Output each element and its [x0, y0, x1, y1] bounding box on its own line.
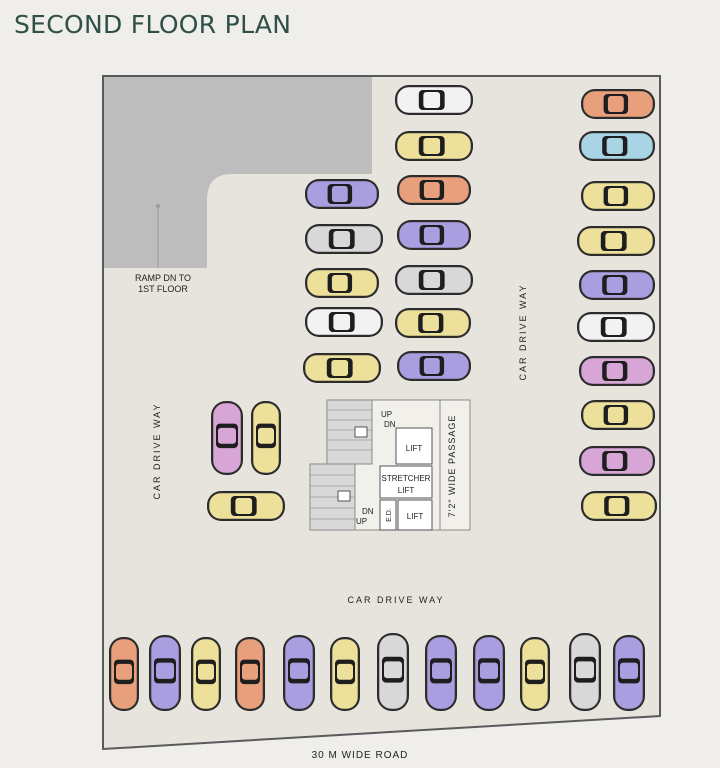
parked-car [305, 307, 383, 337]
parked-car [235, 637, 265, 711]
parked-car [577, 226, 655, 256]
parked-car [395, 265, 473, 295]
parked-car [579, 270, 655, 300]
stair-up-label-bottom: UP [356, 517, 367, 526]
parked-car [377, 633, 409, 711]
parked-car [581, 181, 655, 211]
parked-car [579, 446, 655, 476]
parked-car [579, 356, 655, 386]
lift-bottom [397, 499, 433, 531]
parked-car [305, 224, 383, 254]
parked-car [579, 131, 655, 161]
page-title: SECOND FLOOR PLAN [14, 10, 292, 39]
drive-way-left-label: CAR DRIVE WAY [152, 402, 162, 499]
parked-car [397, 220, 471, 250]
lift-top-label: LIFT [406, 444, 423, 453]
parked-car [581, 491, 657, 521]
parked-car [395, 85, 473, 115]
parked-car [397, 351, 471, 381]
parked-car [425, 635, 457, 711]
passage [439, 399, 471, 531]
passage-label: 7'2" WIDE PASSAGE [447, 415, 457, 518]
stair-dn-label-top: DN [384, 420, 396, 429]
parked-car [305, 268, 379, 298]
parked-car [613, 635, 645, 711]
parked-car [395, 308, 471, 338]
stretcher-lift-label-2: LIFT [398, 486, 415, 495]
upper-stair-landing [354, 426, 368, 438]
parked-car [581, 89, 655, 119]
parked-car [109, 637, 139, 711]
parked-car [581, 400, 655, 430]
parked-car [397, 175, 471, 205]
parking-cars [109, 85, 657, 711]
stretcher-lift [379, 465, 433, 499]
ramp-area [104, 77, 372, 268]
parked-car [283, 635, 315, 711]
stretcher-lift-label-1: STRETCHER [382, 474, 431, 483]
parked-car [303, 353, 381, 383]
parked-car [569, 633, 601, 711]
stair-dn-label-bottom: DN [362, 507, 374, 516]
ramp-label-line1: RAMP DN TO [135, 273, 191, 283]
road-label: 30 M WIDE ROAD [311, 750, 409, 761]
parked-car [211, 401, 243, 475]
ed-label: E.D. [386, 508, 393, 522]
lift-bottom-label: LIFT [407, 512, 424, 521]
parked-car [207, 491, 285, 521]
ed-shaft [379, 499, 397, 531]
drive-way-right-label: CAR DRIVE WAY [518, 283, 528, 380]
parked-car [251, 401, 281, 475]
lift-top [395, 427, 433, 465]
ramp-marker [156, 204, 160, 208]
parked-car [305, 179, 379, 209]
core-block: UP DN DN UP LIFT STRETCHER LIFT E.D. LIF… [309, 399, 471, 531]
ramp-label-line2: 1ST FLOOR [138, 284, 188, 294]
parked-car [149, 635, 181, 711]
parked-car [473, 635, 505, 711]
parked-car [191, 637, 221, 711]
parked-car [577, 312, 655, 342]
stair-up-label-top: UP [381, 410, 392, 419]
parked-car [395, 131, 473, 161]
lower-stair-landing [337, 490, 351, 502]
drive-way-bottom-label: CAR DRIVE WAY [347, 595, 444, 605]
parked-car [330, 637, 360, 711]
parked-car [520, 637, 550, 711]
